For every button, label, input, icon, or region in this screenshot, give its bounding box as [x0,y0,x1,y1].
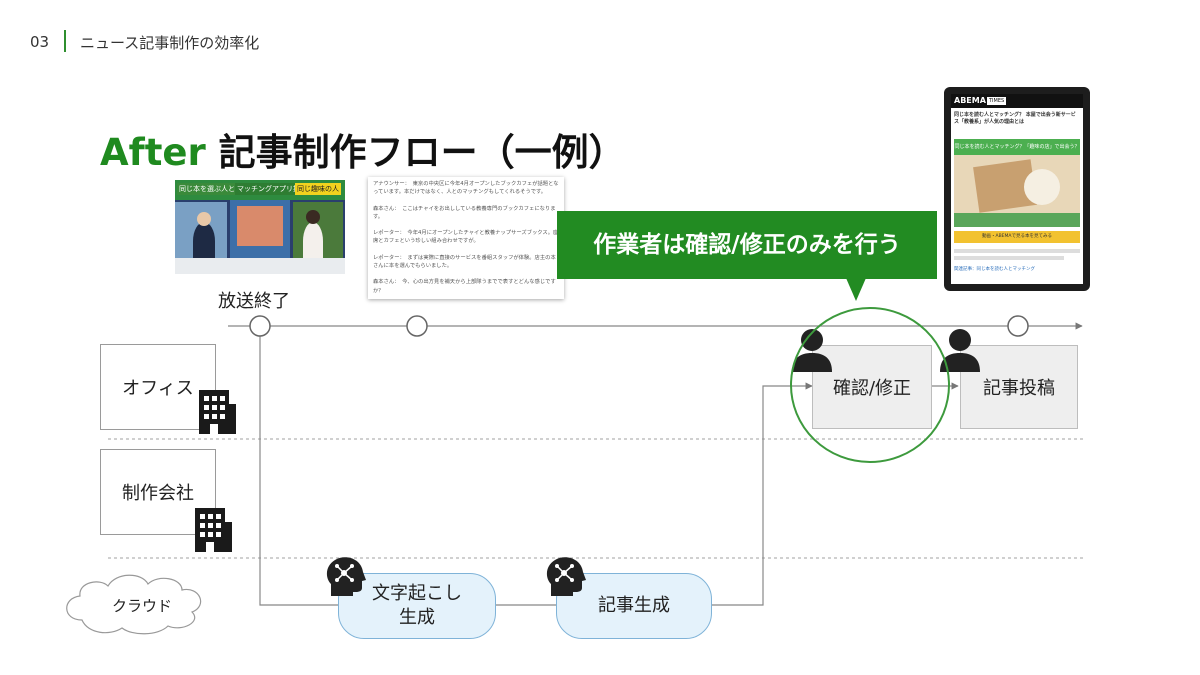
brand-logo: ABEMA [954,96,986,105]
thumbnail-tag: マッチングアプリ提供 [235,183,309,195]
related-link[interactable]: 関連記事：同じ本を読む人とマッチング [954,267,1035,272]
callout-pointer [846,278,866,301]
lane-office: オフィス [100,344,216,430]
milestone-broadcast-end [249,315,271,337]
person-icon [792,329,832,372]
ai-head-icon [326,557,366,596]
title-accent: After [100,131,206,174]
anchor-figure [193,222,215,260]
thumbnail-tag: 同じ趣味の人 [295,183,341,195]
person-icon [940,329,980,372]
lane-office-label: オフィス [122,378,194,399]
lane-cloud-label: クラウド [111,597,172,615]
callout-box: 作業者は確認/修正のみを行う [557,211,937,279]
ai-head-icon [546,557,586,596]
thumbnail-tag: 同じ本を選ぶ人と [177,183,237,195]
header-divider [64,30,66,52]
milestone-publish [1007,315,1029,337]
building-icon [195,508,232,552]
transcript-document: アナウンサー： 東京の中央区に今年4月オープンしたブックカフェが話題となっていま… [368,177,564,299]
guest-figure [303,222,323,260]
flow-article-to-review [710,382,813,606]
watch-button[interactable]: 動画・ABEMAで見る本を見てみる [954,231,1080,243]
step-transcribe: 文字起こし 生成 [338,573,496,639]
milestone-transcript [406,315,428,337]
slide-title: After 記事制作フロー（一例） [100,122,626,176]
step-publish-label: 記事投稿 [983,378,1055,399]
brand-tag: TIMES [987,97,1007,105]
transcript-text: アナウンサー： 東京の中央区に今年4月オープンしたブックカフェが話題となっていま… [373,181,559,294]
step-review-label: 確認/修正 [832,378,912,399]
flow-end-to-transcribe [259,336,338,606]
article-banner: 同じ本を読む人とマッチング？「趣味の店」で出会う？ [954,139,1080,155]
title-text: 記事制作フロー（一例） [205,131,626,174]
article-image: 同じ本を読む人とマッチング？「趣味の店」で出会う？ [954,139,1080,227]
section-title: ニュース記事制作の効率化 [80,34,260,52]
broadcast-end-label: 放送終了 [218,291,290,312]
cloud-icon [66,574,202,635]
section-number: 03 [30,33,50,51]
highlight-circle [790,307,950,463]
building-icon [199,390,236,434]
tablet-screen: ABEMA TIMES 同じ本を読む人とマッチング？ 本屋で出会う新サービス「教… [951,94,1083,284]
step-review: 確認/修正 [812,345,932,429]
lane-production-label: 制作会社 [122,483,194,504]
article-title: 同じ本を読む人とマッチング？ 本屋で出会う新サービス「教養系」が人気の理由とは [954,112,1076,125]
step-publish: 記事投稿 [960,345,1078,429]
broadcast-thumbnail: 同じ本を選ぶ人と マッチングアプリ提供 同じ趣味の人 [175,180,345,274]
tablet-device: ABEMA TIMES 同じ本を読む人とマッチング？ 本屋で出会う新サービス「教… [944,87,1090,291]
